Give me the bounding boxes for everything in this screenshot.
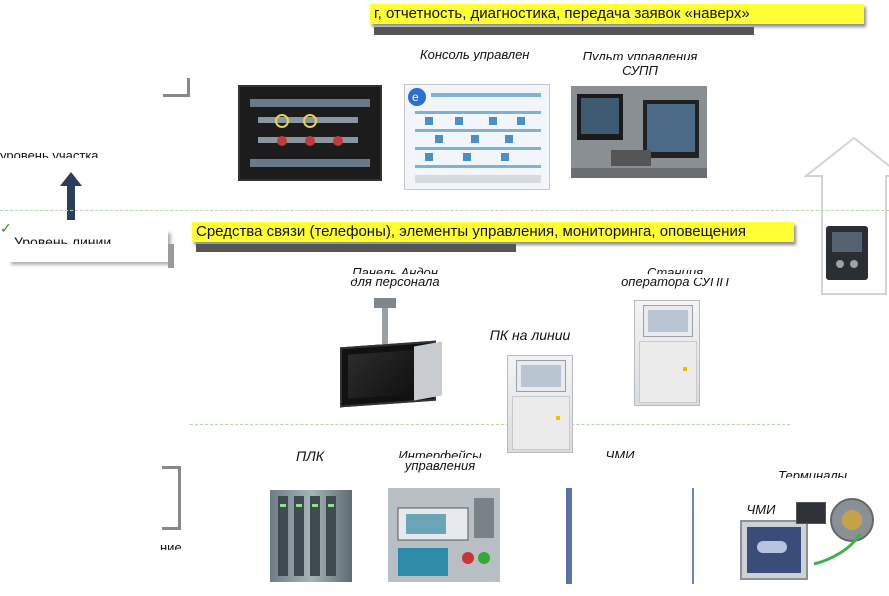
check-fragment-icon: ✓ <box>0 220 12 236</box>
operator-station-label: Станция оператора СУПП <box>600 262 750 290</box>
bottom-left-label: ние <box>160 538 182 550</box>
andon-mount-pole <box>382 304 388 344</box>
plc-label-text: ПЛК <box>296 448 324 464</box>
sup-panel-label: Пульт управления СУПП <box>560 46 720 78</box>
top-banner: г, отчетность, диагностика, передача зая… <box>370 4 864 24</box>
bottom-left-bracket-fragment <box>162 466 181 530</box>
top-left-fragment <box>163 78 190 97</box>
top-banner-shadow-bar <box>374 27 754 35</box>
terminal-small-device <box>796 502 826 524</box>
console-screen-image: e <box>404 84 550 190</box>
control-room-image <box>571 86 707 178</box>
up-arrow-icon <box>60 172 82 220</box>
dashed-separator-upper <box>0 210 889 211</box>
level-line-label: Уровень линии <box>14 234 112 244</box>
svg-text:e: e <box>412 90 419 104</box>
terminal-device-image <box>826 226 868 280</box>
top-banner-text: г, отчетность, диагностика, передача зая… <box>374 5 750 22</box>
control-interfaces-image <box>388 488 500 582</box>
level-line-box: Уровень линии <box>8 230 168 262</box>
terminals-label: Терминалы <box>778 466 889 478</box>
hmi-label-text: ЧМИ <box>605 448 635 458</box>
andon-panel-side <box>414 341 442 401</box>
andon-panel-label: Панель Андон для персонала <box>320 262 470 290</box>
mimic-screen-image <box>238 85 382 181</box>
level-area-label: уровень участка <box>0 146 170 158</box>
sup-panel-label-line2: СУПП <box>622 63 658 78</box>
plc-image <box>270 490 352 582</box>
middle-banner-shadow-bar <box>196 244 516 252</box>
bottom-left-label-text: ние <box>160 540 182 550</box>
andon-panel-label-line1: Панель Андон <box>352 265 438 274</box>
middle-banner-text: Средства связи (телефоны), элементы упра… <box>196 223 746 240</box>
interfaces-label-line2: управления <box>404 462 476 473</box>
level-line-side-tab <box>168 244 174 268</box>
operator-station-label-line1: Станция <box>646 265 704 274</box>
pc-line-label-text: ПК на линии <box>489 327 571 343</box>
hmi-white-cover <box>572 486 692 586</box>
plc-modules-icon <box>278 496 336 576</box>
middle-banner: Средства связи (телефоны), элементы упра… <box>192 222 794 242</box>
interfaces-label: Интерфейсы управления <box>380 446 500 474</box>
terminal-hmi-screen-image <box>740 520 808 580</box>
console-label: Консоль управления <box>420 44 530 61</box>
level-area-label-text: уровень участка <box>0 148 99 158</box>
terminal-cable-icon <box>813 533 862 566</box>
terminals-label-text: Терминалы <box>778 468 848 478</box>
sup-panel-label-line1: Пульт управления <box>582 49 698 60</box>
hmi2-label: ЧМИ <box>738 502 784 517</box>
andon-panel-label-line2: для персонала <box>350 278 440 289</box>
hmi-label: ЧМИ <box>590 446 650 458</box>
control-room-monitors-icon <box>571 94 707 178</box>
device-icon <box>832 232 862 268</box>
console-label-text: Консоль управления <box>420 47 530 61</box>
terminal-round-device <box>830 498 874 542</box>
plc-label: ПЛК <box>280 448 340 464</box>
hmi2-label-text: ЧМИ <box>746 502 776 517</box>
mimic-diagram-icon <box>250 99 370 167</box>
console-diagram-icon: e <box>408 88 541 183</box>
pc-line-label: ПК на линии <box>470 327 590 343</box>
control-panel-icon <box>397 498 494 576</box>
andon-mount-bracket <box>374 298 396 308</box>
dashed-separator-lower <box>190 424 790 425</box>
operator-station-label-line2: оператора СУПП <box>621 278 729 289</box>
pc-line-cabinet-image <box>507 355 573 453</box>
interfaces-label-line1: Интерфейсы <box>398 448 482 458</box>
operator-station-cabinet-image <box>634 300 700 406</box>
